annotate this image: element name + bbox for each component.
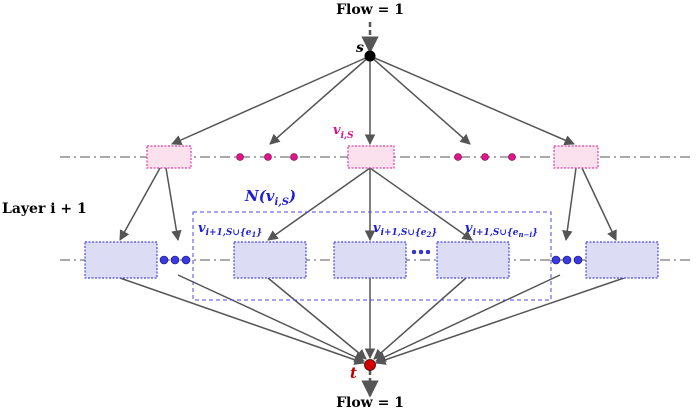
sink-node (364, 359, 376, 371)
layer-i1-node-e1 (233, 241, 307, 279)
layer-label: Layer i + 1 (2, 201, 87, 217)
flow-top-label: Flow = 1 (336, 2, 404, 18)
layer-i1-ellipsis-right (551, 255, 583, 265)
layer-i1-node-e2 (333, 241, 407, 279)
layer-i-ellipsis-left (236, 153, 298, 161)
sink-label: t (350, 364, 357, 382)
layer-i-node-left (146, 145, 192, 169)
layer-i1-ellipsis-left (159, 255, 191, 265)
layer-i-node-center (347, 145, 395, 169)
layer-i-ellipsis-right (454, 153, 516, 161)
v-e2-label: vi+1,S∪{e2} (373, 221, 437, 239)
neighborhood-label: N(vi,S) (244, 187, 296, 208)
layer-i1-node-en (436, 241, 510, 279)
neighborhood-box (192, 211, 552, 301)
layer-i-node-right (553, 145, 599, 169)
sink-edges (119, 274, 625, 365)
flow-bottom-label: Flow = 1 (336, 395, 404, 410)
layer-edges (119, 167, 617, 242)
source-node (364, 50, 376, 62)
layer-i1-ellipsis-middle (411, 249, 431, 255)
layer-i1-node-far-left (84, 241, 158, 279)
layer-i1-node-far-right (585, 241, 659, 279)
v-en-label: vi+1,S∪{en−i} (465, 221, 538, 239)
source-label: s (356, 40, 364, 56)
v-e1-label: vi+1,S∪{e1} (198, 221, 262, 239)
source-edges (171, 55, 575, 146)
v-is-label: vi,S (333, 123, 354, 141)
